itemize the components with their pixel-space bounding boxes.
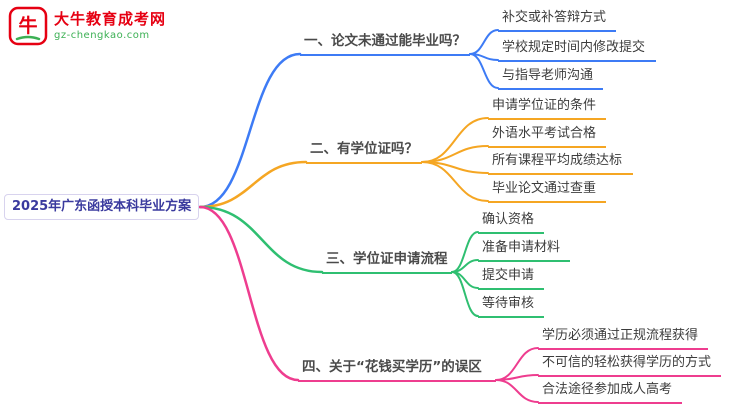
link-branch-1-child-3 [469,53,499,89]
svg-text:牛: 牛 [18,14,37,37]
branch-3-child-4: 等待审核 [478,294,544,318]
branch-4-child-2: 不可信的轻松获得学历的方式 [538,353,721,377]
branch-2-child-3: 所有课程平均成绩达标 [488,151,633,175]
mindmap-root-node: 2025年广东函授本科毕业方案 [4,194,200,220]
link-root-branch-3 [198,205,324,274]
branch-1-child-2: 学校规定时间内修改提交 [498,38,656,62]
link-branch-2-child-1 [421,117,489,163]
link-branch-4-child-3 [495,379,539,403]
branch-4-label: 四、关于“花钱买学历”的误区 [298,357,496,382]
branch-2-child-1: 申请学位证的条件 [488,96,606,120]
branch-3-child-2: 准备申请材料 [478,238,570,262]
link-root-branch-1 [198,52,302,209]
branch-4-child-3: 合法途径参加成人高考 [538,380,682,404]
branch-4-child-1: 学历必须通过正规流程获得 [538,326,708,350]
link-branch-1-child-1 [469,29,499,55]
branch-2-label: 二、有学位证吗？ [306,139,422,164]
link-branch-2-child-4 [421,161,489,202]
branch-2-child-4: 毕业论文通过查重 [488,179,606,203]
branch-3-child-3: 提交申请 [478,266,544,290]
branch-3-child-1: 确认资格 [478,210,544,234]
branch-1-label: 一、论文未通过能毕业吗？ [300,31,470,56]
link-branch-4-child-2 [495,374,539,381]
bull-logo-icon: 牛 [8,6,48,46]
branch-1-child-3: 与指导老师沟通 [498,66,603,90]
branch-1-child-1: 补交或补答辩方式 [498,8,616,32]
logo-subtitle: gz-chengkao.com [54,29,150,41]
logo-title: 大牛教育成考网 [54,9,167,28]
link-root-branch-4 [198,205,300,382]
link-root-branch-2 [198,160,308,209]
logo-text: 大牛教育成考网 gz-chengkao.com [54,10,166,43]
branch-3-label: 三、学位证申请流程 [322,249,452,274]
link-branch-3-child-4 [451,271,479,317]
site-logo: 牛 大牛教育成考网 gz-chengkao.com [8,6,166,46]
branch-2-child-2: 外语水平考试合格 [488,124,606,148]
